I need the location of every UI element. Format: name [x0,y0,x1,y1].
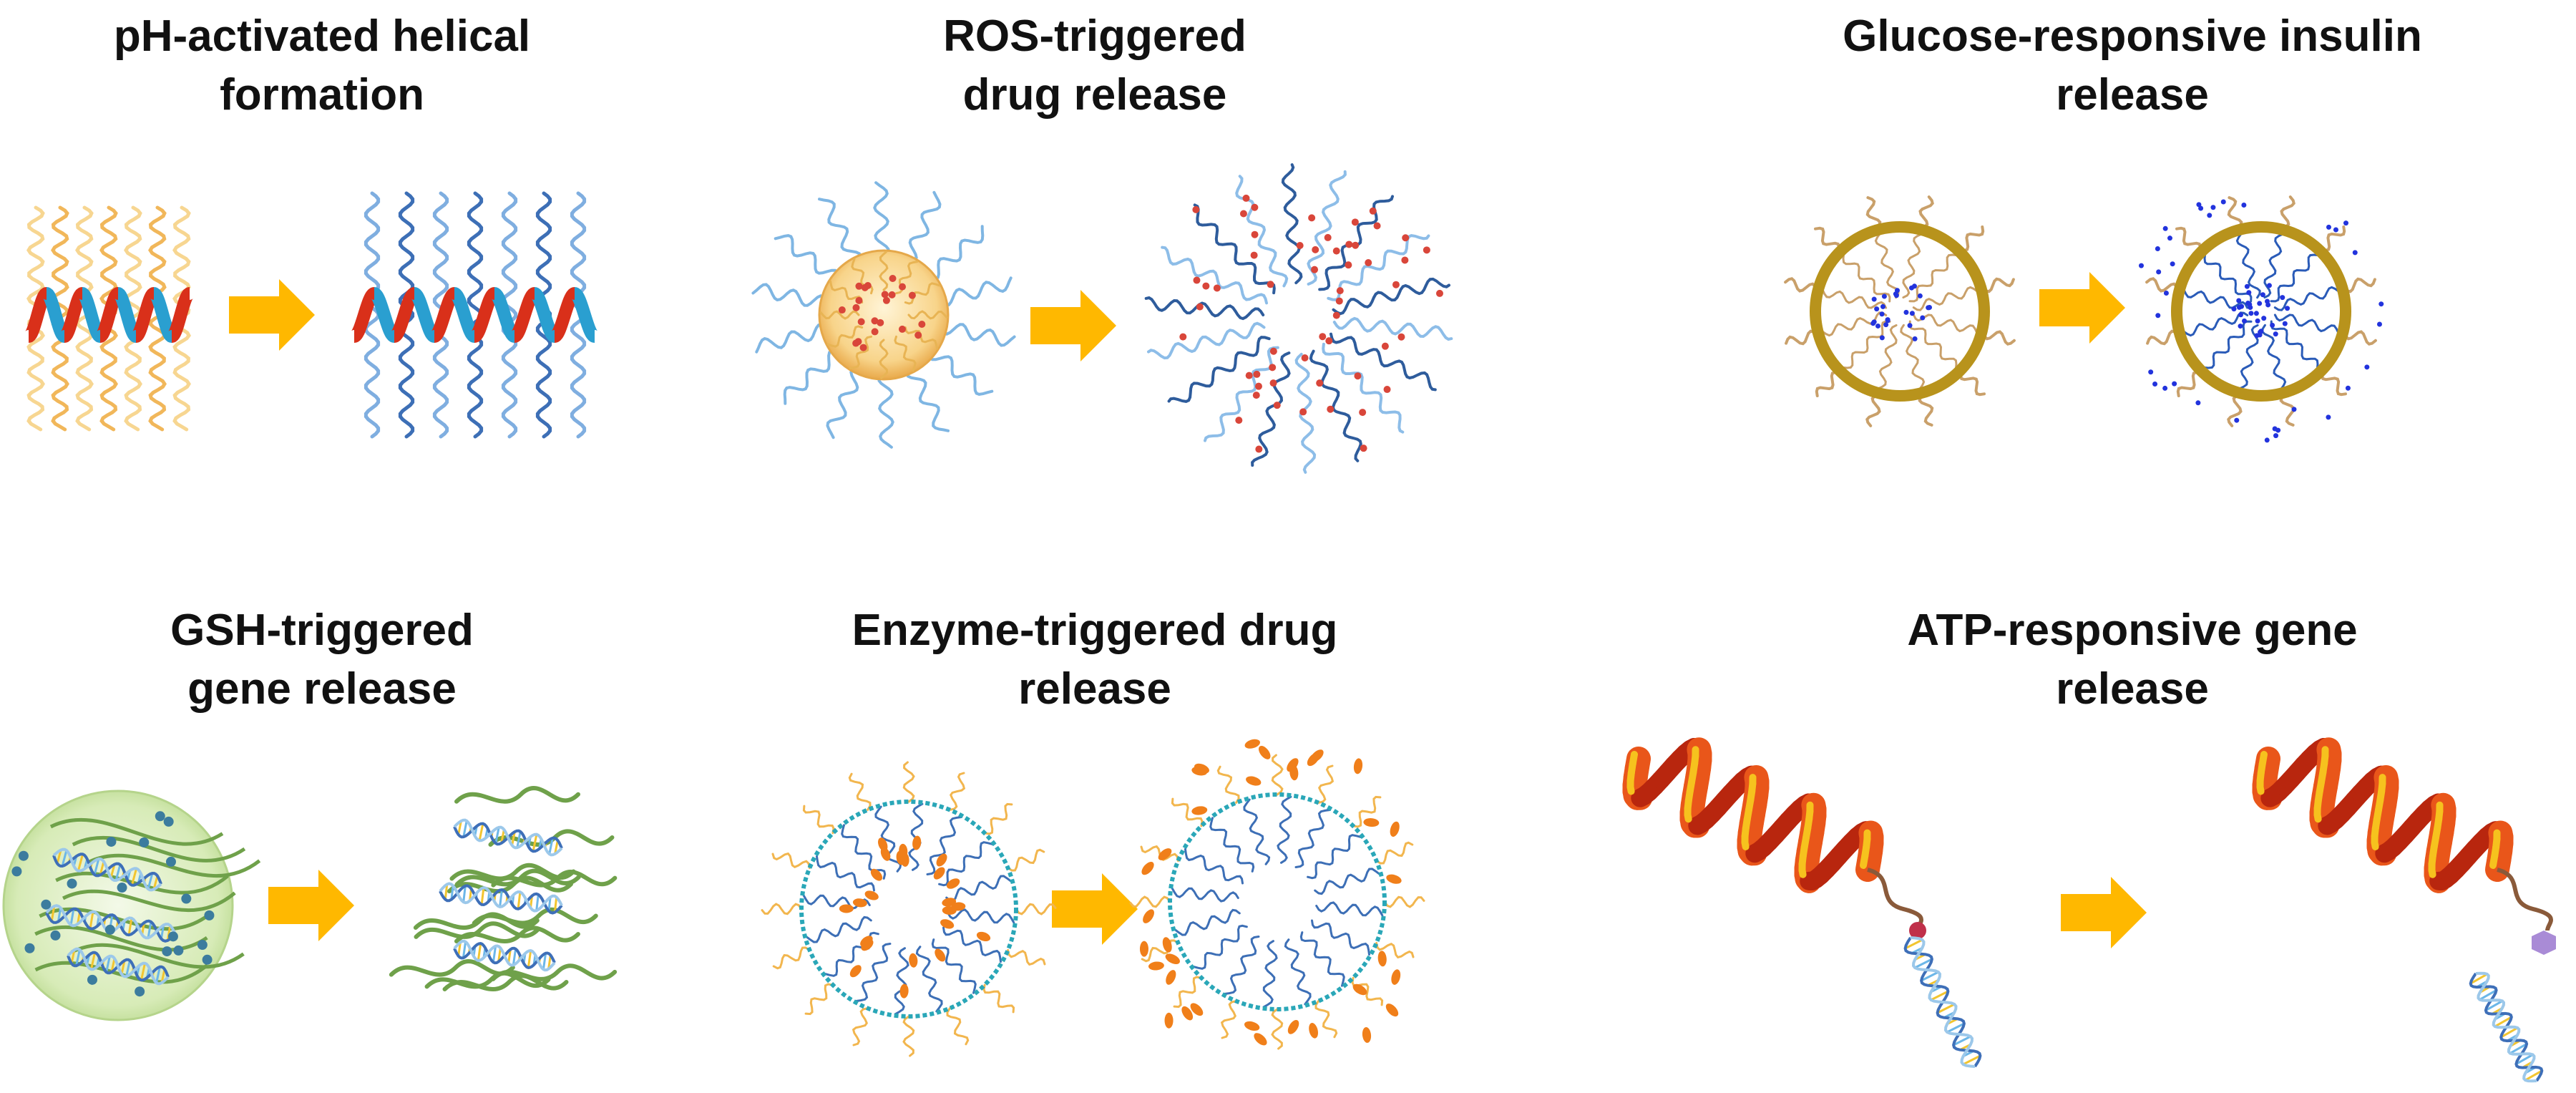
title-line: pH-activated helical [113,11,531,61]
title-line: release [2056,70,2209,120]
micelle-released [1144,163,1453,474]
title-line: release [2056,664,2209,714]
vesicle-loaded [1784,195,2016,427]
title-line: release [1018,664,1171,714]
enzyme-micelle-released [1129,739,1425,1050]
title-line: Enzyme-triggered drug [852,606,1338,655]
arrow-icon [268,870,354,941]
panel-title-glucose: Glucose-responsive insulin release [1732,7,2533,125]
panel-title-ph: pH-activated helical formation [0,7,644,125]
enzyme-micelle-loaded [761,761,1057,1057]
arrow-icon [1030,290,1116,361]
title-line: drug release [962,70,1227,120]
arrow-icon [229,279,315,351]
title-line: ATP-responsive gene [1907,606,2358,655]
panel-title-enzyme: Enzyme-triggered drug release [773,601,1417,719]
micelle-loaded [751,181,1016,449]
title-line: gene release [187,664,457,714]
title-line: GSH-triggered [170,606,474,655]
protein-dna-complex [1622,737,1982,1068]
arrow-icon [2039,272,2125,344]
title-line: Glucose-responsive insulin [1843,11,2422,61]
panel-title-ros: ROS-triggered drug release [773,7,1417,125]
title-line: formation [220,70,424,120]
helical-bundle [351,191,598,439]
arrow-icon [2061,877,2147,948]
panel-title-atp: ATP-responsive gene release [1732,601,2533,719]
title-line: ROS-triggered [943,11,1246,61]
protein-dna-released [2252,737,2556,1083]
vesicle-released [2138,195,2384,443]
random-coil-bundle [24,205,194,432]
released-dna-polymers [389,786,618,991]
panel-title-gsh: GSH-triggered gene release [0,601,644,719]
gel-nanoparticle [2,790,261,1021]
arrow-icon [1052,873,1138,945]
